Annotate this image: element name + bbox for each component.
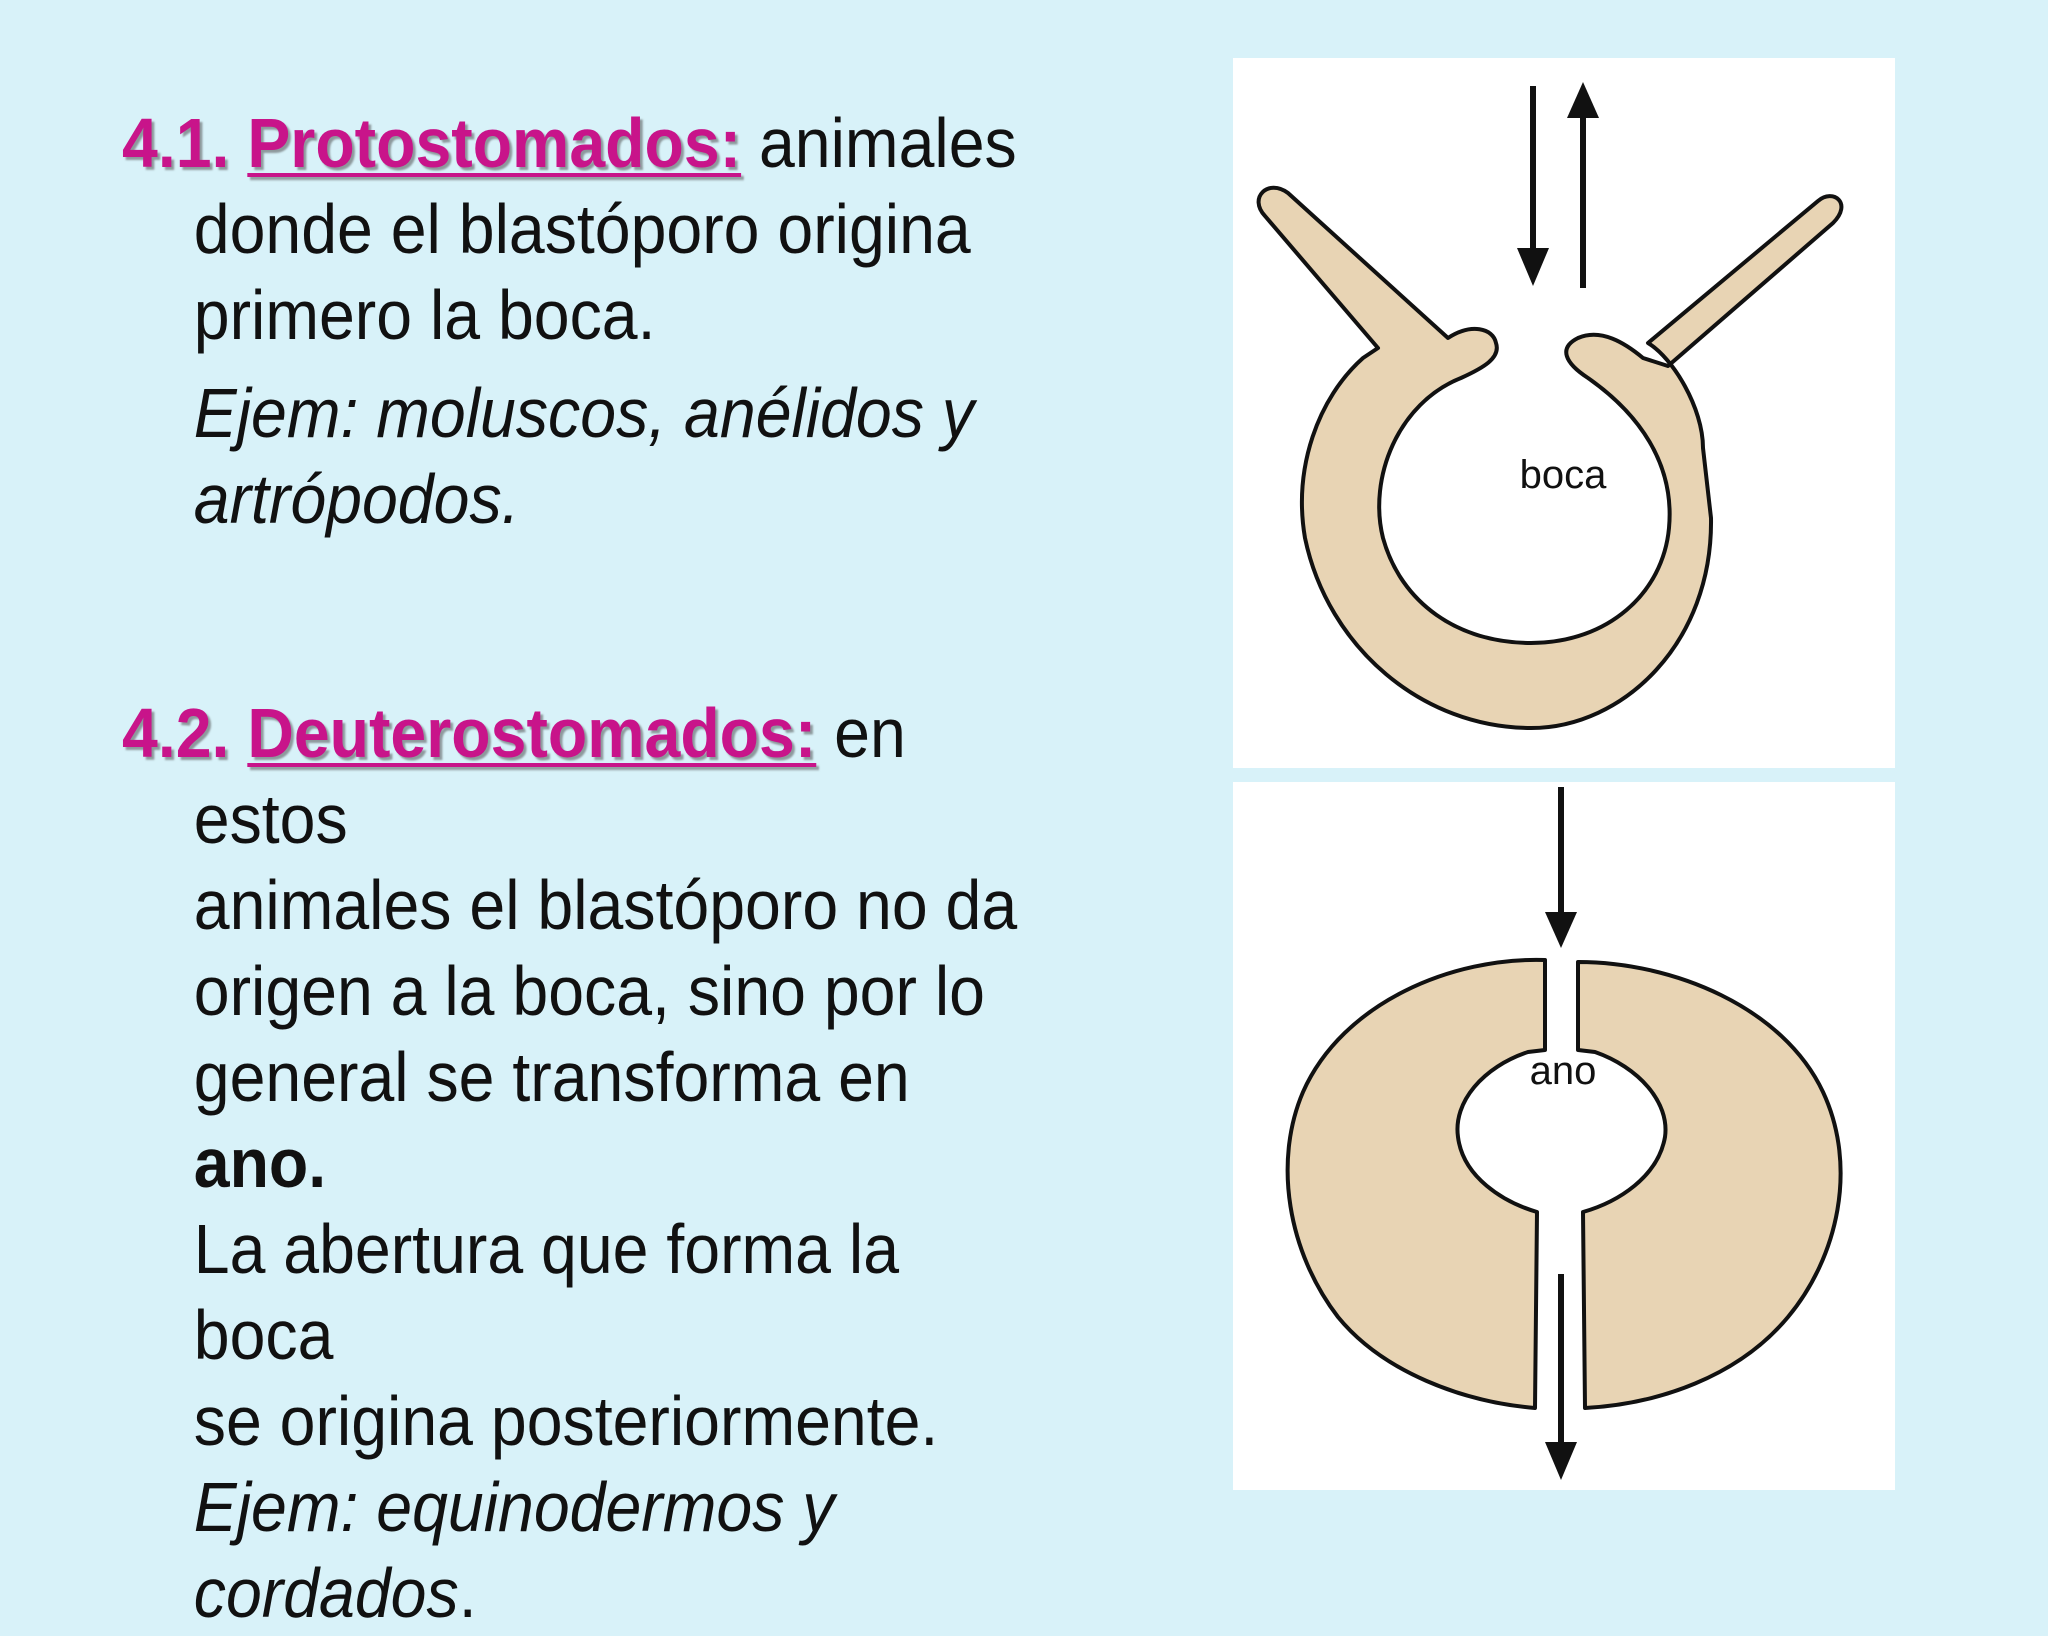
section-text-line: animales — [758, 104, 1017, 182]
up-arrow-head — [1567, 82, 1599, 118]
section-text-line: se origina posteriormente. — [193, 1382, 939, 1460]
down-arrow-head — [1517, 248, 1549, 286]
deuterostome-diagram: ano — [1285, 787, 1843, 1480]
deuterostome-left-half — [1285, 957, 1547, 1410]
section-number: 4.2. — [122, 694, 230, 772]
example-line: Ejem: moluscos, anélidos y — [193, 374, 975, 452]
section-text-line: general se transforma en — [193, 1038, 910, 1116]
example-line: Ejem: equinodermos y — [193, 1468, 835, 1546]
exit-arrow-head — [1545, 1442, 1577, 1480]
section-text-line: origen a la boca, sino por lo — [193, 952, 985, 1030]
highlight-ano: ano. — [193, 1124, 327, 1202]
section-term: Protostomados: — [247, 104, 742, 182]
section-text-line: La abertura que forma la boca — [193, 1210, 900, 1374]
example-protostomados: Ejem: moluscos, anélidos y artrópodos. — [122, 370, 1042, 542]
text-column: 4.1. Protostomados: animales donde el bl… — [122, 100, 1042, 1636]
section-text-line: animales el blastóporo no da — [193, 866, 1018, 944]
protostome-body — [1256, 185, 1844, 730]
example-line: cordados — [193, 1554, 459, 1632]
label-boca: boca — [1520, 453, 1607, 497]
deuterostome-right-half — [1576, 960, 1843, 1410]
down-arrow-head — [1545, 912, 1577, 948]
section-term: Deuterostomados: — [247, 694, 817, 772]
section-number: 4.1. — [122, 104, 230, 182]
section-text-line: en estos — [193, 694, 906, 858]
label-ano: ano — [1530, 1049, 1597, 1093]
deuterostome-diagram-panel: ano — [1233, 782, 1895, 1490]
protostome-diagram: boca — [1256, 82, 1844, 730]
example-suffix: . — [458, 1554, 477, 1632]
protostome-diagram-panel: boca — [1233, 58, 1895, 768]
section-protostomados: 4.1. Protostomados: animales donde el bl… — [122, 100, 1042, 358]
section-deuterostomados: 4.2. Deuterostomados: en estos animales … — [122, 690, 1042, 1636]
example-line: artrópodos. — [193, 460, 520, 538]
section-text-line: primero la boca. — [193, 276, 656, 354]
section-text-line: donde el blastóporo origina — [193, 190, 971, 268]
